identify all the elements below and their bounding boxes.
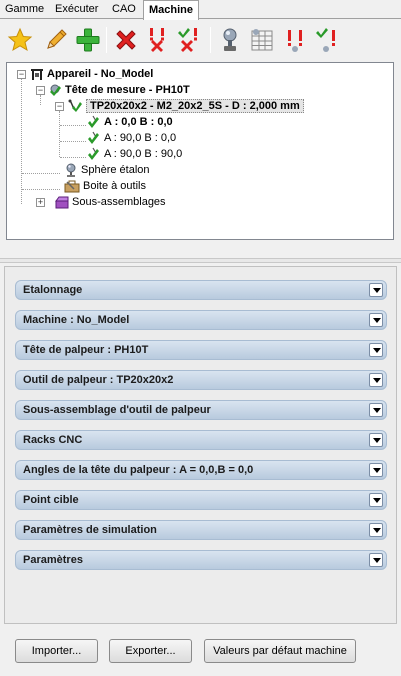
- section-head-angles[interactable]: Angles de la tête du palpeur : A = 0,0,B…: [15, 460, 387, 480]
- subassembly-icon: [55, 196, 69, 209]
- chevron-down-icon[interactable]: [369, 373, 383, 387]
- pencil-icon[interactable]: [42, 26, 70, 54]
- export-button[interactable]: Exporter...: [109, 639, 192, 663]
- section-title: Paramètres de simulation: [23, 524, 157, 536]
- tree-label-angle-3: A : 90,0 B : 90,0: [104, 148, 183, 160]
- section-target-point[interactable]: Point cible: [15, 490, 387, 510]
- section-title: Etalonnage: [23, 284, 83, 296]
- collapse-icon[interactable]: −: [55, 100, 64, 111]
- panel-splitter[interactable]: [0, 258, 401, 263]
- chevron-down-icon[interactable]: [369, 313, 383, 327]
- expand-icon[interactable]: +: [36, 196, 45, 207]
- section-title: Machine : No_Model: [23, 314, 130, 326]
- tree-label-angle-1: A : 0,0 B : 0,0: [104, 116, 173, 128]
- tab-gamme[interactable]: Gamme: [5, 3, 45, 15]
- toolbar: [2, 22, 399, 60]
- angle-check-icon: [88, 147, 99, 160]
- tree-label-angle-2: A : 90,0 B : 0,0: [104, 132, 177, 144]
- toolbox-icon: [64, 180, 80, 193]
- section-probe-head[interactable]: Tête de palpeur : PH10T: [15, 340, 387, 360]
- tab-bar: Gamme Exécuter CAO Machine: [0, 0, 401, 20]
- tree-label-toolbox: Boite à outils: [83, 180, 146, 192]
- grid-table-icon[interactable]: [248, 26, 276, 54]
- check-warning-icon[interactable]: [312, 26, 340, 54]
- probe-head-check-icon: [50, 84, 61, 96]
- tree-node-angle-1[interactable]: A : 0,0 B : 0,0: [87, 114, 173, 130]
- chevron-down-icon[interactable]: [369, 283, 383, 297]
- tree-node-toolbox[interactable]: Boite à outils: [55, 178, 146, 194]
- tree-node-probe[interactable]: − TP20x20x2 - M2_20x2_5S - D : 2,000 mm: [55, 98, 304, 114]
- tab-cao[interactable]: CAO: [112, 3, 136, 15]
- tree-label-appareil: Appareil - No_Model: [47, 68, 154, 80]
- error-warning-icon[interactable]: [282, 26, 310, 54]
- stylus-check-icon: [68, 99, 82, 112]
- angle-check-icon: [88, 115, 99, 128]
- collapse-icon[interactable]: −: [36, 84, 45, 95]
- machine-icon: [31, 69, 43, 80]
- tree-node-sphere[interactable]: Sphère étalon: [55, 162, 150, 178]
- machine-defaults-button[interactable]: Valeurs par défaut machine: [204, 639, 356, 663]
- section-etalonnage[interactable]: Etalonnage: [15, 280, 387, 300]
- tree-node-subassemblies[interactable]: + Sous-assemblages: [36, 194, 166, 210]
- machine-tree[interactable]: − Appareil - No_Model − Tête de mesure -…: [6, 62, 394, 240]
- calibration-sphere-icon: [66, 163, 76, 177]
- chevron-down-icon[interactable]: [369, 493, 383, 507]
- delete-icon[interactable]: [112, 26, 140, 54]
- section-probe-tool[interactable]: Outil de palpeur : TP20x20x2: [15, 370, 387, 390]
- star-icon[interactable]: [6, 26, 34, 54]
- tree-node-head[interactable]: − Tête de mesure - PH10T: [36, 82, 190, 98]
- tree-node-angle-2[interactable]: A : 90,0 B : 0,0: [87, 130, 176, 146]
- check-x-icon[interactable]: [174, 26, 202, 54]
- tree-node-appareil[interactable]: − Appareil - No_Model: [17, 66, 153, 82]
- probe-sphere-icon[interactable]: [216, 26, 244, 54]
- tree-label-subassemblies: Sous-assemblages: [72, 196, 166, 208]
- add-icon[interactable]: [74, 26, 102, 54]
- section-cnc-racks[interactable]: Racks CNC: [15, 430, 387, 450]
- section-machine[interactable]: Machine : No_Model: [15, 310, 387, 330]
- import-button[interactable]: Importer...: [15, 639, 98, 663]
- chevron-down-icon[interactable]: [369, 463, 383, 477]
- section-probe-subassembly[interactable]: Sous-assemblage d'outil de palpeur: [15, 400, 387, 420]
- property-panel: Etalonnage Machine : No_Model Tête de pa…: [4, 266, 397, 624]
- section-title: Racks CNC: [23, 434, 83, 446]
- section-parameters[interactable]: Paramètres: [15, 550, 387, 570]
- chevron-down-icon[interactable]: [369, 553, 383, 567]
- tab-executer[interactable]: Exécuter: [55, 3, 99, 15]
- error-x-icon[interactable]: [144, 26, 172, 54]
- tree-node-angle-3[interactable]: A : 90,0 B : 90,0: [87, 146, 182, 162]
- section-title: Angles de la tête du palpeur : A = 0,0,B…: [23, 464, 254, 476]
- section-title: Point cible: [23, 494, 79, 506]
- chevron-down-icon[interactable]: [369, 403, 383, 417]
- section-simulation-params[interactable]: Paramètres de simulation: [15, 520, 387, 540]
- tree-label-head: Tête de mesure - PH10T: [65, 84, 190, 96]
- section-title: Sous-assemblage d'outil de palpeur: [23, 404, 211, 416]
- chevron-down-icon[interactable]: [369, 343, 383, 357]
- section-title: Tête de palpeur : PH10T: [23, 344, 149, 356]
- collapse-icon[interactable]: −: [17, 68, 26, 79]
- chevron-down-icon[interactable]: [369, 523, 383, 537]
- tree-label-probe: TP20x20x2 - M2_20x2_5S - D : 2,000 mm: [86, 99, 304, 113]
- chevron-down-icon[interactable]: [369, 433, 383, 447]
- tree-label-sphere: Sphère étalon: [81, 164, 150, 176]
- tab-machine[interactable]: Machine: [143, 0, 200, 20]
- section-title: Paramètres: [23, 554, 83, 566]
- angle-check-icon: [88, 131, 99, 144]
- section-title: Outil de palpeur : TP20x20x2: [23, 374, 174, 386]
